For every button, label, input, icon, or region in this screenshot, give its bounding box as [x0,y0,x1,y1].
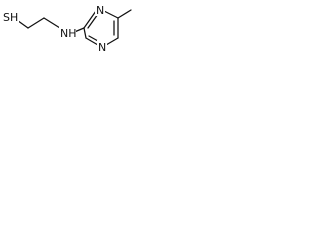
atom-labels: SH NH N N [2,3,107,54]
amine-label-bg [59,26,76,39]
ring-n-top-label: N [96,4,104,17]
molecule-diagram: SH NH N N [2,3,132,54]
ring-bond-n4-c3 [85,37,99,46]
bond-c2-n [43,17,61,29]
methyl-bond [117,9,132,19]
bond-c1-c2 [27,17,45,29]
ring-bond-n1-c6 [103,10,119,19]
ring-n-top-label-bg [95,3,105,16]
amine-label: NH [60,27,77,40]
ring-bond-c2-n1 [83,10,97,29]
ring-bond-c5-n4 [105,37,119,46]
ring-n-bottom-label-bg [97,40,107,53]
ring-bond-c2-n1-inner [87,13,99,29]
pyrazine-ring [83,10,119,46]
ring-n-bottom-label: N [98,41,106,54]
ring-bond-n4-c3-inner [88,35,99,42]
ring-bond-c3-c2 [83,27,87,39]
sulfur-label: SH [3,11,18,24]
sulfur-label-bg [2,10,19,23]
